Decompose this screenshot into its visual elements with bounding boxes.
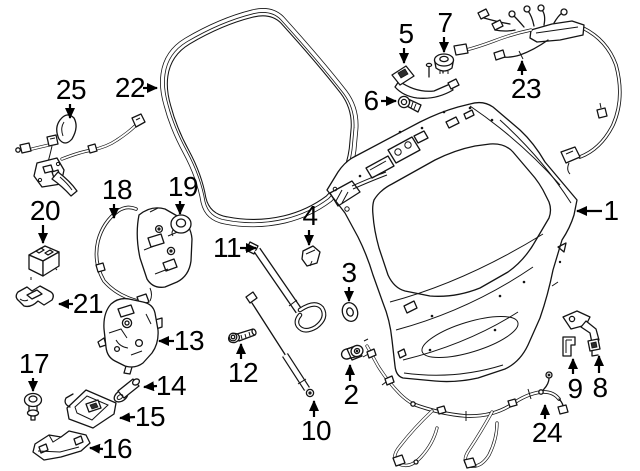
bumper-pin-drawing (113, 378, 141, 403)
callout-label-5: 5 (398, 18, 414, 49)
callout-label-23: 23 (510, 73, 542, 104)
callout-arrow-14 (143, 381, 158, 392)
hinge-bolt-drawing (397, 95, 422, 113)
callout-label-14: 14 (155, 370, 187, 401)
callout-label-12: 12 (227, 357, 259, 388)
callout-label-25: 25 (55, 74, 87, 105)
plug-drawing (340, 344, 364, 361)
callout-label-21: 21 (72, 288, 104, 319)
striker-plate-drawing (64, 389, 117, 429)
callout-label-7: 7 (437, 7, 453, 38)
upper-harness-drawing (453, 4, 622, 175)
washer-drawing (341, 302, 359, 322)
callout-label-1: 1 (603, 195, 619, 226)
callout-label-8: 8 (592, 372, 608, 403)
push-nut-drawing (433, 53, 455, 74)
callout-arrow-15 (119, 412, 136, 423)
push-screw-drawing (23, 392, 43, 421)
callout-label-2: 2 (343, 379, 359, 410)
left-harness-drawing (15, 113, 146, 197)
callout-label-16: 16 (101, 433, 133, 464)
side-bracket-drawing (562, 310, 601, 357)
callout-label-22: 22 (114, 72, 146, 103)
callout-label-13: 13 (173, 325, 205, 356)
callout-label-9: 9 (567, 373, 583, 404)
callout-label-10: 10 (300, 415, 332, 446)
gas-strut-lower-drawing (245, 291, 315, 398)
lower-harness-drawing (362, 338, 569, 469)
callout-label-18: 18 (101, 174, 133, 205)
lower-bracket-drawing (32, 430, 91, 461)
grommet-drawing (170, 214, 192, 237)
small-bracket-drawing (15, 285, 54, 308)
callout-label-24: 24 (531, 417, 563, 448)
callout-label-20: 20 (29, 195, 61, 226)
retainer-clip-drawing (562, 336, 576, 357)
callout-label-15: 15 (134, 401, 166, 432)
callout-label-19: 19 (167, 171, 199, 202)
control-module-drawing (28, 245, 60, 280)
callout-label-4: 4 (302, 200, 318, 231)
liftgate-latch-drawing (97, 297, 163, 375)
callout-arrows (28, 37, 604, 454)
callout-label-11: 11 (212, 232, 242, 263)
wedge-clip-drawing (301, 245, 321, 267)
strut-bolt-drawing (227, 328, 257, 344)
callout-label-6: 6 (363, 85, 379, 116)
callout-label-3: 3 (341, 257, 357, 288)
callout-arrow-16 (89, 443, 104, 454)
callout-label-17: 17 (18, 348, 50, 379)
liftgate-panel-drawing (326, 101, 578, 383)
